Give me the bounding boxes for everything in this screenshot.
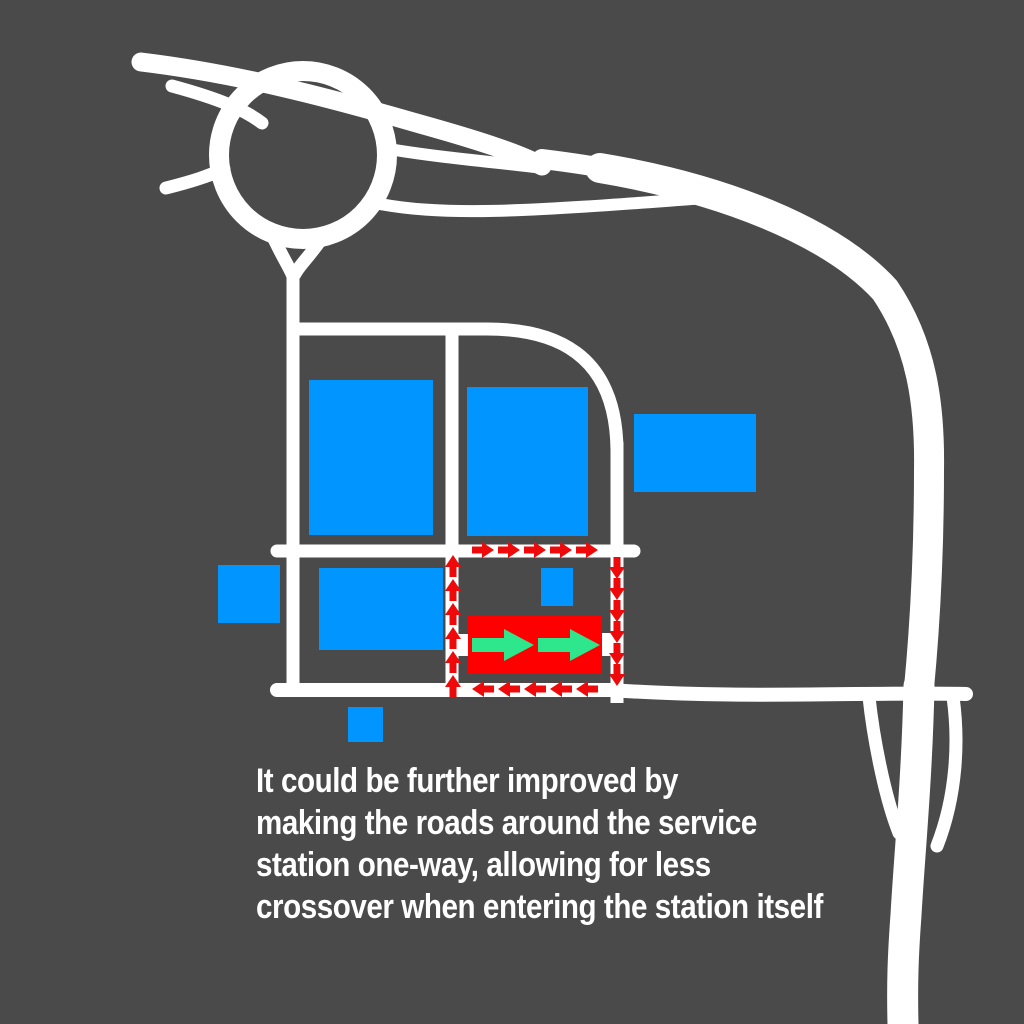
road-network: [131, 52, 973, 1024]
road-left-merge: [165, 79, 269, 130]
station-driveway-right: [601, 633, 612, 656]
grid-bottom-road: [270, 683, 973, 702]
building-block: [319, 568, 443, 650]
road-lower-tangent: [364, 192, 711, 218]
highway-south-tail: [887, 670, 935, 1024]
caption-line: station one-way, allowing for less: [256, 846, 711, 884]
grid-top-road-with-corner: [293, 322, 624, 451]
building-block: [467, 387, 588, 536]
building-blocks: [218, 380, 756, 742]
building-block: [218, 565, 280, 623]
station-driveway-left: [458, 634, 469, 656]
ramp-right: [930, 690, 963, 853]
caption-line: It could be further improved by: [256, 762, 679, 800]
ramp-left: [862, 690, 906, 840]
highway-curve: [585, 153, 945, 703]
building-block: [634, 414, 756, 492]
caption: It could be further improved by making t…: [256, 760, 917, 928]
building-block: [541, 568, 573, 606]
road-lens-lower: [377, 142, 548, 174]
road-diagonal-trunk: [131, 52, 552, 176]
building-block: [309, 380, 433, 535]
station-flow-arrow-icon: [538, 629, 600, 661]
building-block: [348, 707, 383, 742]
service-station: [458, 616, 612, 674]
caption-line: crossover when entering the station itse…: [256, 888, 823, 926]
roundabout: [209, 61, 397, 249]
road-left-stub: [159, 162, 231, 195]
station-flow-arrow-icon: [472, 629, 534, 661]
caption-line: making the roads around the service: [256, 804, 757, 842]
